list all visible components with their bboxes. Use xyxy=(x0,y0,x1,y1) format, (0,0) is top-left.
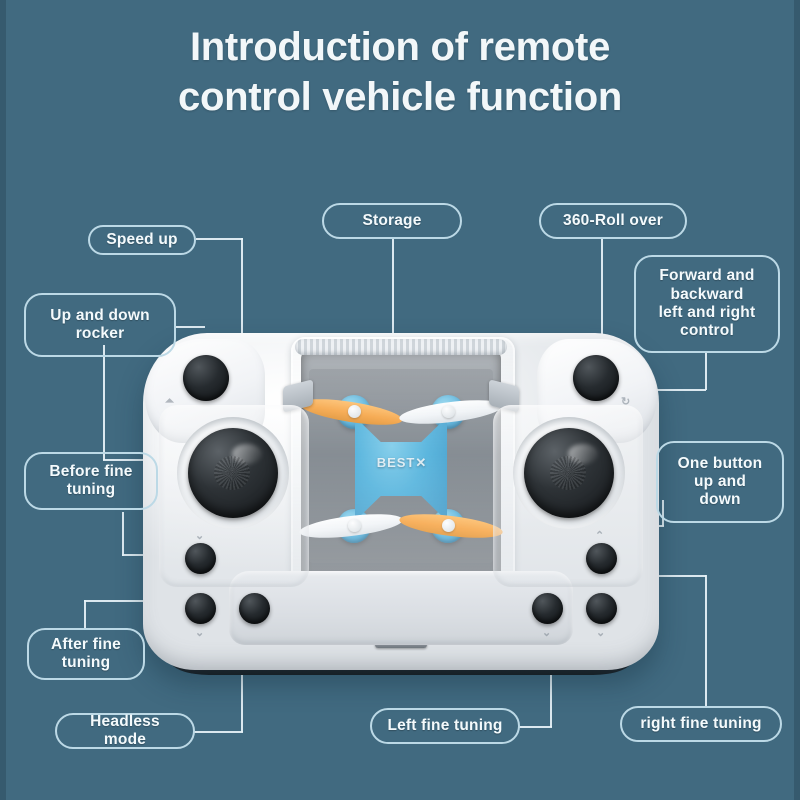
one-button-up-down-button[interactable] xyxy=(586,543,617,574)
callout-before-fine-line-1: Before fine xyxy=(49,462,133,480)
drone: BEST✕ xyxy=(298,359,504,579)
connector-forward-v xyxy=(705,352,707,390)
right-fine-tuning-button[interactable] xyxy=(586,593,617,624)
callout-roll-over[interactable]: 360-Roll over xyxy=(539,203,687,239)
star-x-icon: ✕ xyxy=(415,455,427,470)
drone-brand-logo: BEST✕ xyxy=(367,455,437,471)
speed-up-button[interactable] xyxy=(183,355,229,401)
drone-brand-text: BEST xyxy=(377,455,416,470)
callout-after-fine-line-2: tuning xyxy=(61,654,111,671)
page-title: Introduction of remote control vehicle f… xyxy=(0,22,800,123)
left-joystick-sheen xyxy=(232,444,262,464)
connector-headless-h xyxy=(193,731,243,733)
connector-speed-up-v xyxy=(241,238,243,384)
after-fine-tuning-button[interactable] xyxy=(185,593,216,624)
propeller-hub-front-left xyxy=(348,405,361,418)
connector-after-fine-v xyxy=(84,600,86,628)
right-stick-well xyxy=(513,417,625,529)
callout-forward-backward[interactable]: Forward and backward left and right cont… xyxy=(634,255,780,353)
left-edge-strip xyxy=(0,0,6,800)
right-joystick[interactable] xyxy=(524,428,614,518)
propeller-hub-front-right xyxy=(442,405,455,418)
callout-rocker-line-2: rocker xyxy=(75,325,125,342)
callout-before-fine-line-2: tuning xyxy=(66,481,116,498)
left-stick-well xyxy=(177,417,289,529)
callout-one-button-line-1: One button xyxy=(677,454,763,472)
headless-mode-button[interactable] xyxy=(239,593,270,624)
left-fine-tuning-button[interactable] xyxy=(532,593,563,624)
right-joystick-sheen xyxy=(568,444,598,464)
callout-before-fine-tuning[interactable]: Before fine tuning xyxy=(24,452,158,510)
connector-storage-v xyxy=(392,238,394,381)
callout-right-fine-label: right fine tuning xyxy=(640,714,762,732)
connector-right-fine-h xyxy=(620,575,706,577)
callout-forward-line-1: Forward and xyxy=(659,267,755,285)
connector-right-fine-v xyxy=(705,575,707,706)
callout-after-fine-line-1: After fine xyxy=(50,635,122,653)
callout-speed-up-label: Speed up xyxy=(106,230,178,248)
callout-one-button-up-down[interactable]: One button up and down xyxy=(656,441,784,523)
roll-over-button[interactable] xyxy=(573,355,619,401)
title-line-1: Introduction of remote xyxy=(189,25,611,69)
callout-one-button-line-2: up and xyxy=(694,472,746,490)
connector-rocker-h1 xyxy=(175,326,205,328)
connector-left-fine-h xyxy=(518,726,552,728)
propeller-hub-rear-left xyxy=(348,519,361,532)
remote-controller: BEST✕ ⏶ ⌄ ⌄ xyxy=(143,333,659,675)
callout-after-fine-tuning[interactable]: After fine tuning xyxy=(27,628,145,680)
propeller-hub-rear-right xyxy=(442,519,455,532)
before-fine-tuning-button[interactable] xyxy=(185,543,216,574)
callout-left-fine-tuning[interactable]: Left fine tuning xyxy=(370,708,520,744)
callout-up-down-rocker[interactable]: Up and down rocker xyxy=(24,293,176,357)
callout-right-fine-tuning[interactable]: right fine tuning xyxy=(620,706,782,742)
storage-lid[interactable] xyxy=(291,337,515,597)
callout-forward-line-4: control xyxy=(680,322,734,340)
callout-forward-line-2: backward xyxy=(670,285,744,303)
callout-headless-mode[interactable]: Headless mode xyxy=(55,713,195,749)
title-line-2: control vehicle function xyxy=(178,75,622,120)
callout-left-fine-label: Left fine tuning xyxy=(387,716,503,734)
connector-before-fine-v xyxy=(122,512,124,556)
callout-storage-label: Storage xyxy=(362,211,422,229)
callout-rocker-line-1: Up and down xyxy=(50,306,150,324)
callout-storage[interactable]: Storage xyxy=(322,203,462,239)
callout-one-button-line-3: down xyxy=(699,491,741,509)
connector-rocker-v xyxy=(103,345,105,460)
connector-speed-up-h xyxy=(196,238,243,240)
storage-lid-ribs xyxy=(295,339,507,355)
callout-headless-label: Headless mode xyxy=(90,712,160,748)
connector-forward-h xyxy=(620,389,706,391)
right-edge-strip xyxy=(794,0,800,800)
callout-speed-up[interactable]: Speed up xyxy=(88,225,196,255)
callout-forward-line-3: left and right xyxy=(658,304,756,321)
callout-roll-over-label: 360-Roll over xyxy=(563,211,663,229)
connector-roll-over-v xyxy=(601,238,603,384)
left-joystick[interactable] xyxy=(188,428,278,518)
